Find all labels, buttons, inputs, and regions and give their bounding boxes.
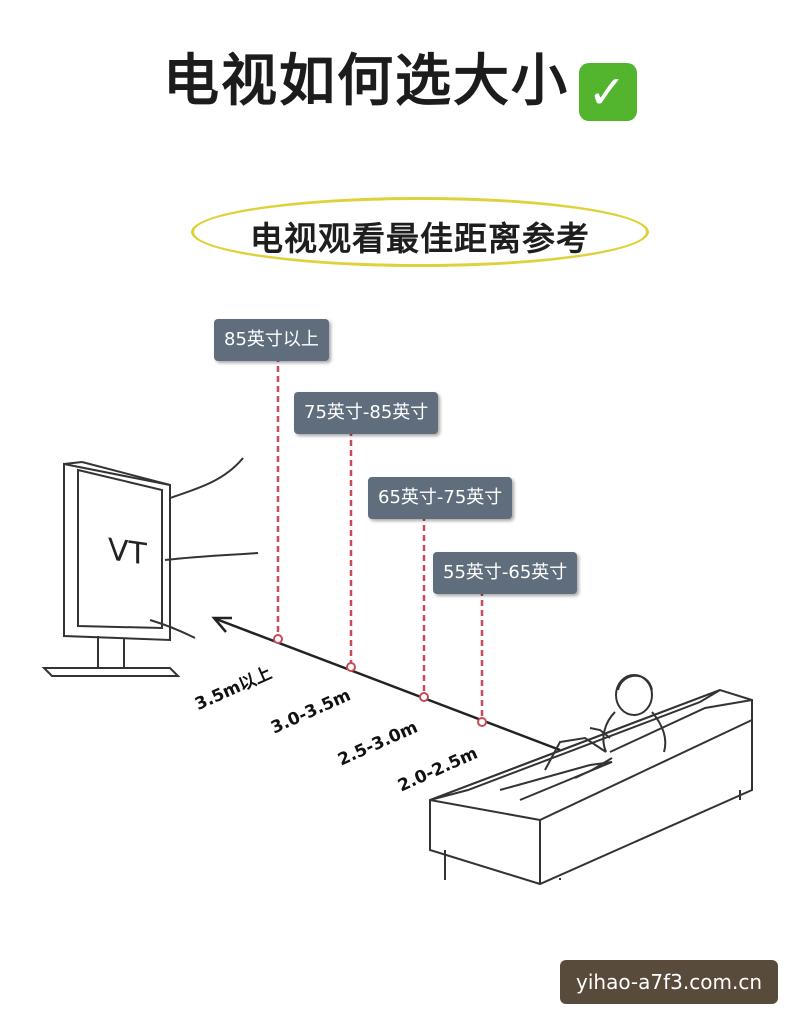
person-icon — [544, 674, 667, 779]
watermark: yihao-a7f3.com.cn — [560, 960, 778, 1004]
marker-dots — [273, 634, 487, 727]
check-mark-icon: ✓ — [579, 63, 637, 121]
tv-icon — [41, 457, 259, 677]
size-label-65-75: 65英寸-75英寸 — [368, 477, 513, 519]
page-title: 电视如何选大小✓ — [0, 36, 800, 121]
title-text: 电视如何选大小 — [163, 49, 569, 114]
size-label-75-85: 75英寸-85英寸 — [294, 392, 439, 434]
subtitle: 电视观看最佳距离参考 — [250, 219, 590, 258]
tv-screen-text: VT — [108, 532, 147, 573]
sofa-icon — [429, 688, 753, 886]
dashed-markers — [276, 356, 484, 722]
subtitle-oval — [191, 197, 649, 267]
size-label-55-65: 55英寸-65英寸 — [433, 552, 578, 594]
size-label-85-plus: 85英寸以上 — [214, 319, 329, 361]
distance-arrow — [211, 616, 561, 752]
